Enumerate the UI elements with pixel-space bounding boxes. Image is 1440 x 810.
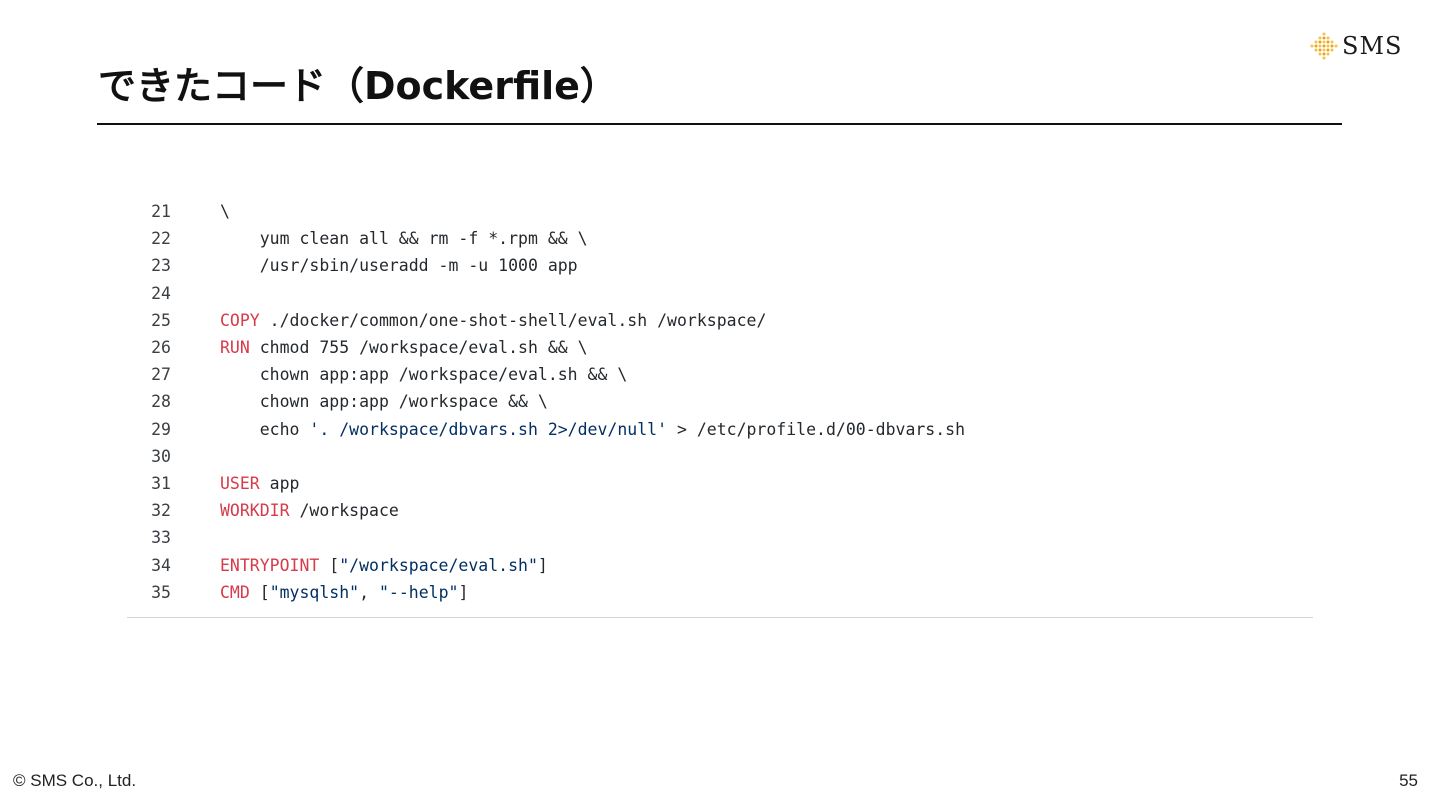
company-logo: SMS [1310, 30, 1402, 62]
line-number: 21 [151, 202, 171, 222]
code-text: WORKDIR /workspace [171, 501, 399, 520]
line-number: 24 [151, 283, 171, 303]
code-line: 27 chown app:app /workspace/eval.sh && \ [127, 361, 1313, 388]
line-number: 29 [151, 419, 171, 439]
code-keyword: COPY [220, 310, 260, 330]
code-keyword: ENTRYPOINT [220, 555, 320, 575]
line-number: 23 [151, 256, 171, 276]
diamond-dot-icon [1310, 32, 1338, 60]
code-string: "mysqlsh" [269, 582, 360, 602]
code-token: echo [220, 419, 310, 439]
code-token: > /etc/profile.d/00-dbvars.sh [667, 419, 966, 439]
code-token: /usr/sbin/useradd -m -u 1000 app [220, 256, 578, 276]
code-token: yum clean all && rm -f *.rpm && \ [220, 229, 588, 249]
code-block-bottom-border [127, 617, 1313, 618]
code-text: /usr/sbin/useradd -m -u 1000 app [171, 256, 578, 275]
code-text: echo '. /workspace/dbvars.sh 2>/dev/null… [171, 420, 965, 439]
code-token: chown app:app /workspace/eval.sh && \ [220, 365, 628, 385]
line-number: 28 [151, 392, 171, 412]
line-number: 22 [151, 229, 171, 249]
code-keyword: USER [220, 473, 260, 493]
code-line: 29 echo '. /workspace/dbvars.sh 2>/dev/n… [127, 416, 1313, 443]
code-token: ] [458, 582, 469, 602]
code-token: ] [537, 555, 548, 575]
code-text: COPY ./docker/common/one-shot-shell/eval… [171, 311, 766, 330]
code-line: 30 [127, 443, 1313, 470]
code-line: 22 yum clean all && rm -f *.rpm && \ [127, 225, 1313, 252]
code-line: 24 [127, 280, 1313, 307]
code-token: app [259, 473, 300, 493]
code-text: chown app:app /workspace/eval.sh && \ [171, 365, 628, 385]
code-token: , [359, 582, 379, 602]
code-token: [ [319, 555, 340, 575]
code-token: /workspace [289, 501, 399, 521]
line-number: 30 [151, 446, 171, 466]
line-number: 27 [151, 365, 171, 385]
code-token: \ [220, 202, 230, 222]
code-block: 21\22 yum clean all && rm -f *.rpm && \2… [127, 198, 1313, 606]
copyright-text: © SMS Co., Ltd. [13, 771, 137, 790]
code-text: CMD ["mysqlsh", "--help"] [171, 583, 468, 602]
code-string: "--help" [378, 582, 459, 602]
code-line: 21 \ [127, 198, 1313, 225]
line-number: 33 [151, 528, 171, 548]
line-number: 34 [151, 555, 171, 575]
code-token: ./docker/common/one-shot-shell/eval.sh /… [259, 310, 767, 330]
code-line: 23 /usr/sbin/useradd -m -u 1000 app [127, 252, 1313, 279]
line-number: 26 [151, 338, 171, 358]
code-string: "/workspace/eval.sh" [339, 555, 538, 575]
line-number: 31 [151, 473, 171, 493]
line-number: 25 [151, 310, 171, 330]
code-text: \ [171, 202, 230, 221]
code-text: chown app:app /workspace && \ [171, 392, 548, 411]
code-token: [ [249, 582, 270, 602]
line-number: 35 [151, 582, 171, 602]
code-line: 33 [127, 524, 1313, 551]
code-text: yum clean all && rm -f *.rpm && \ [171, 229, 588, 248]
code-token: chmod 755 /workspace/eval.sh && \ [249, 338, 588, 358]
code-token: chown app:app /workspace && \ [220, 392, 548, 412]
slide-title: できたコード（Dockerfile） [98, 64, 618, 108]
code-keyword: CMD [220, 582, 250, 602]
code-keyword: WORKDIR [220, 501, 290, 521]
code-text: ENTRYPOINT ["/workspace/eval.sh"] [171, 556, 548, 575]
logo-text: SMS [1342, 32, 1403, 60]
title-underline [97, 123, 1342, 125]
code-line: 28 chown app:app /workspace && \ [127, 388, 1313, 415]
page-number: 55 [1399, 771, 1418, 790]
line-number: 32 [151, 501, 171, 521]
code-keyword: RUN [220, 338, 250, 358]
code-text: RUN chmod 755 /workspace/eval.sh && \ [171, 338, 588, 357]
code-string: '. /workspace/dbvars.sh 2>/dev/null' [309, 419, 668, 439]
code-text: USER app [171, 474, 300, 493]
